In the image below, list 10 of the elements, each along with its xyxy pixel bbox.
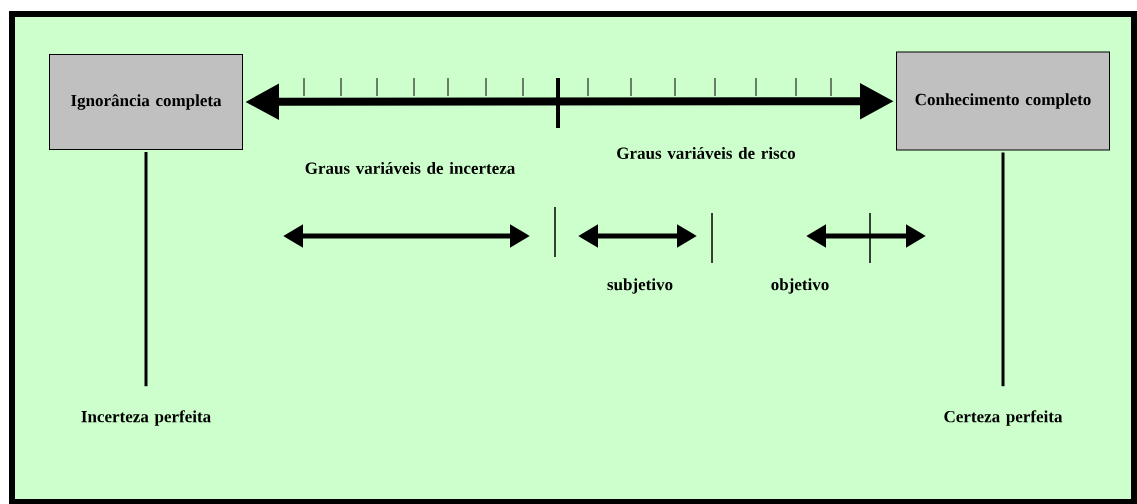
end-label: Incerteza perfeita [81, 410, 211, 426]
region-label: objetivo [771, 278, 829, 294]
end-label: Certeza perfeita [944, 410, 1063, 426]
region-label: subjetivo [607, 278, 673, 294]
state-box: Ignorância completa [49, 54, 243, 150]
region-label: Graus variáveis de incerteza [305, 162, 516, 174]
state-box: Conhecimento completo [896, 51, 1110, 151]
connector-line [144, 152, 148, 387]
region-label: Graus variáveis de risco [617, 147, 796, 159]
connector-line [1001, 152, 1005, 387]
